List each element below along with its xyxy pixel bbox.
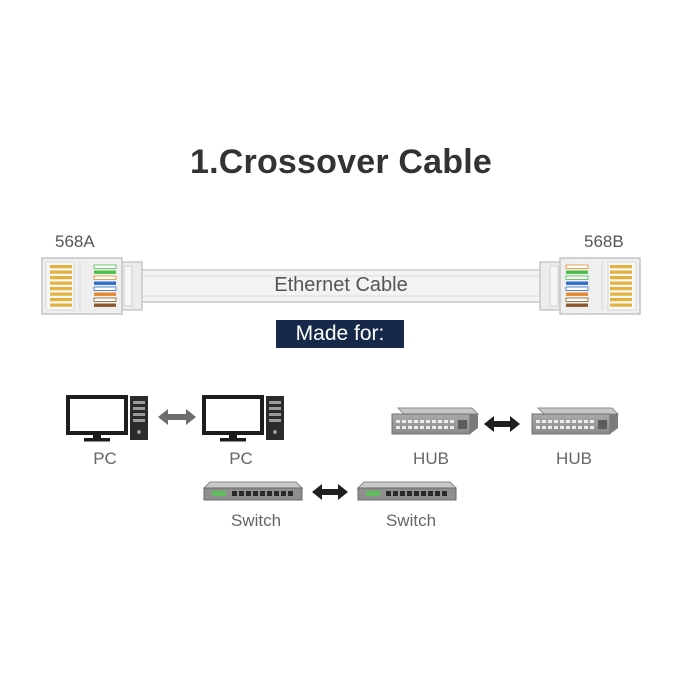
ethernet-cable bbox=[139, 269, 545, 303]
diagram-title: 1.Crossover Cable bbox=[190, 143, 492, 181]
pc-left-label: PC bbox=[93, 449, 117, 468]
double-arrow-icon bbox=[158, 409, 196, 425]
double-arrow-icon bbox=[312, 484, 348, 500]
hub-right-label: HUB bbox=[556, 449, 592, 468]
tower-icon bbox=[130, 396, 148, 440]
hub-left-icon bbox=[391, 407, 480, 435]
monitor-icon bbox=[66, 395, 128, 442]
monitor-icon bbox=[202, 395, 264, 442]
tower-icon bbox=[266, 396, 284, 440]
rj45-connector-icon bbox=[41, 257, 143, 315]
ethernet-cable-label: Ethernet Cable bbox=[274, 274, 408, 296]
switch-left-icon bbox=[202, 481, 304, 501]
hub-right-icon bbox=[531, 407, 620, 435]
pc-left-icon bbox=[66, 395, 148, 442]
pc-right-label: PC bbox=[229, 449, 253, 468]
switch-right-icon bbox=[356, 481, 458, 501]
rj45-connector-icon bbox=[539, 257, 641, 315]
hub-left-label: HUB bbox=[413, 449, 449, 468]
made-for-badge: Made for: bbox=[276, 320, 404, 348]
right-standard-label: 568B bbox=[584, 232, 624, 251]
double-arrow-icon bbox=[484, 416, 520, 432]
left-standard-label: 568A bbox=[55, 232, 95, 251]
pc-right-icon bbox=[202, 395, 284, 442]
switch-left-label: Switch bbox=[230, 511, 282, 530]
switch-right-label: Switch bbox=[385, 511, 437, 530]
